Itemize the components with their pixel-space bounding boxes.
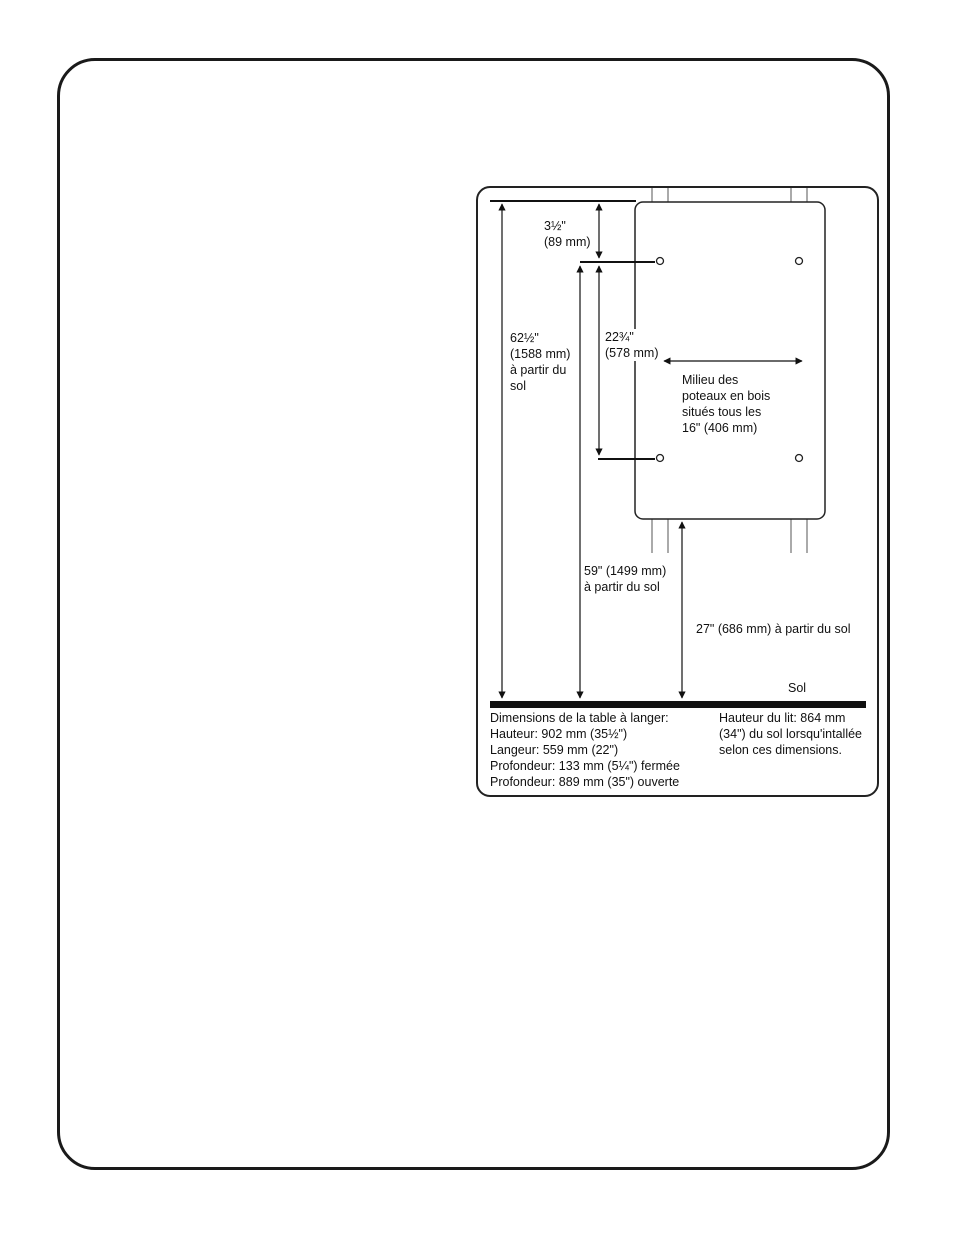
bolt-spacing-inch: 22¾" (605, 330, 634, 344)
page-frame (57, 58, 890, 1170)
floor-line (490, 701, 866, 708)
bolt-height-ref: à partir du sol (584, 580, 660, 594)
stud-spacing-line4: 16" (406 mm) (682, 421, 758, 435)
total-height-ref1: à partir du (510, 363, 567, 377)
table-dimensions-title: Dimensions de la table à langer: (490, 711, 669, 725)
bolt-spacing-mm: (578 mm) (605, 346, 659, 360)
bed-height-line1: Hauteur du lit: 864 mm (719, 711, 846, 725)
mounting-holes (655, 256, 804, 463)
stud-spacing-line1: Milieu des (682, 373, 739, 387)
total-height-mm: (1588 mm) (510, 347, 571, 361)
table-dimensions-depth-open: Profondeur: 889 mm (35") ouverte (490, 775, 680, 789)
stud-spacing-label: Milieu des poteaux en bois situés tous l… (682, 372, 771, 436)
total-height-ref2: sol (510, 379, 526, 393)
mounting-hole-bottom-left (655, 453, 665, 463)
top-gap-mm: (89 mm) (544, 235, 591, 249)
mounting-diagram-drawing (490, 188, 866, 708)
bolt-spacing-label: 22¾" (578 mm) (605, 329, 659, 361)
total-height-label: 62½" (1588 mm) à partir du sol (510, 330, 570, 394)
table-dimensions-depth-closed: Profondeur: 133 mm (5¼") fermée (490, 759, 680, 773)
floor-label: Sol (788, 681, 807, 695)
mounting-hole-bottom-right (794, 453, 804, 463)
table-dimensions-height: Hauteur: 902 mm (35½") (490, 727, 628, 741)
mounting-hole-top-left (655, 256, 665, 266)
bed-height-line3: selon ces dimensions. (719, 743, 842, 757)
bed-height-note: Hauteur du lit: 864 mm (34") du sol lors… (719, 710, 862, 758)
stud-spacing-line2: poteaux en bois (682, 389, 771, 403)
mounting-diagram: 3½" (89 mm) 62½" (1588 mm) à partir du s… (476, 186, 879, 797)
bolt-height-value: 59" (1499 mm) (584, 564, 667, 578)
table-dimensions: Dimensions de la table à langer: Hauteur… (490, 710, 680, 790)
stud-spacing-line3: situés tous les (682, 405, 762, 419)
table-dimensions-width: Langeur: 559 mm (22") (490, 743, 619, 757)
mounting-hole-top-right (794, 256, 804, 266)
total-height-inch: 62½" (510, 331, 539, 345)
bolt-height-label: 59" (1499 mm) à partir du sol (584, 563, 666, 595)
bottom-height-label: 27" (686 mm) à partir du sol (696, 622, 851, 636)
bed-height-line2: (34") du sol lorsqu'intallée (719, 727, 863, 741)
top-gap-label: 3½" (89 mm) (544, 218, 591, 250)
top-gap-inch: 3½" (544, 219, 566, 233)
